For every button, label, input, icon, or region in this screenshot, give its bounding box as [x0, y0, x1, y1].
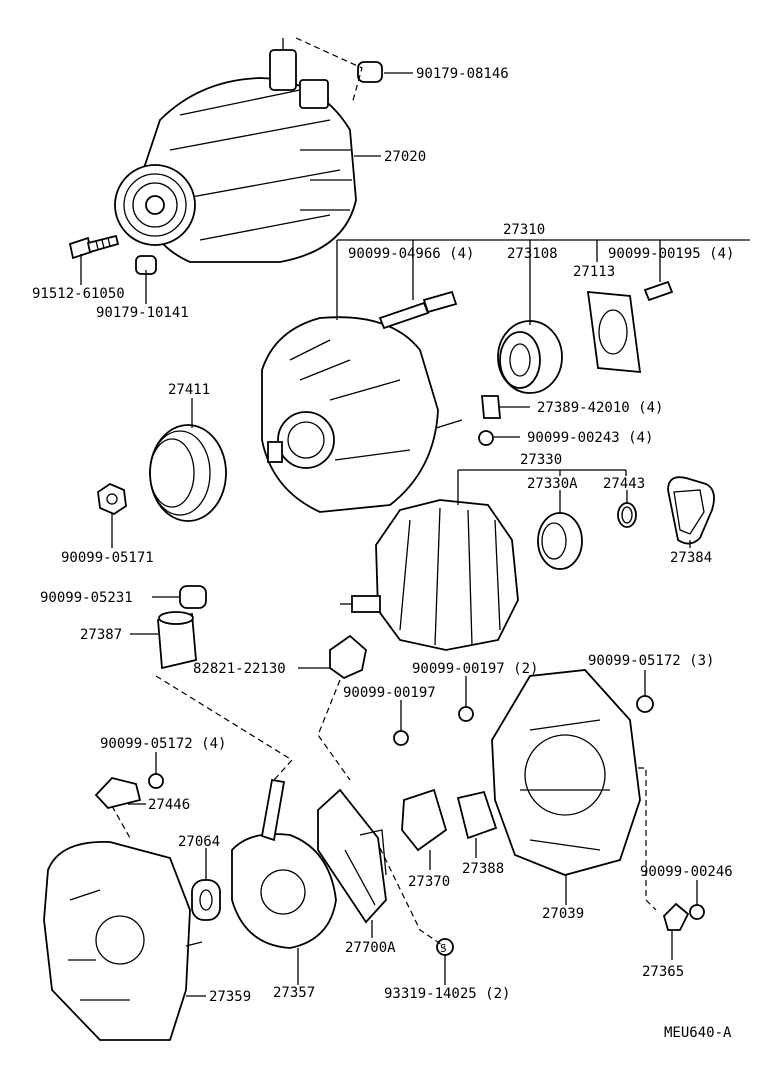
rotor-assembly — [340, 499, 519, 651]
part-label: 27700A — [345, 940, 396, 956]
screw-90099-04966 — [378, 290, 458, 330]
terminal-27387 — [157, 611, 197, 670]
insulator-27389-42010 — [481, 395, 501, 419]
part-label: 90099-00246 — [640, 864, 733, 880]
diagram-code: MEU640-A — [664, 1025, 732, 1041]
cover-27388 — [456, 790, 498, 840]
part-label: 27020 — [384, 149, 426, 165]
screw-90099-00197-b — [393, 730, 409, 746]
part-label: 27113 — [573, 264, 615, 280]
part-label: 27446 — [148, 797, 190, 813]
part-label: 93319-14025 (2) — [384, 986, 510, 1002]
bearing-27330a — [537, 512, 583, 570]
ring-27443 — [617, 502, 637, 528]
connector-82821-22130 — [329, 634, 367, 680]
part-label: 27370 — [408, 874, 450, 890]
part-label: 27443 — [603, 476, 645, 492]
regulator-27700a — [317, 788, 387, 924]
part-label: 90099-05172 (3) — [588, 653, 714, 669]
part-label: 27330 — [520, 452, 562, 468]
rectifier-27357 — [231, 778, 337, 949]
pulley-27411 — [149, 424, 227, 522]
part-label: 82821-22130 — [193, 661, 286, 677]
screw-90099-00195 — [643, 280, 674, 302]
nut-90099-05171 — [97, 482, 127, 516]
part-label: 90099-00243 (4) — [527, 430, 653, 446]
part-label: 90179-10141 — [96, 305, 189, 321]
part-label: 90099-00195 (4) — [608, 246, 734, 262]
part-label: 27388 — [462, 861, 504, 877]
part-label: 91512-61050 — [32, 286, 125, 302]
part-label: 90099-05171 — [61, 550, 154, 566]
part-label: 90099-05172 (4) — [100, 736, 226, 752]
part-label: 27310 — [503, 222, 545, 238]
nut-90099-05172-b — [148, 773, 164, 789]
nut-90099-05231 — [179, 585, 207, 609]
holder-27446 — [94, 776, 142, 810]
part-label: 27039 — [542, 906, 584, 922]
assembly-dashed-lines — [111, 37, 657, 948]
part-label: 27357 — [273, 985, 315, 1001]
part-label: 27411 — [168, 382, 210, 398]
part-label: 90179-08146 — [416, 66, 509, 82]
gasket-27064 — [191, 879, 221, 921]
nut-90099-00243 — [478, 430, 494, 446]
cover-27384 — [667, 476, 715, 545]
part-label: 27365 — [642, 964, 684, 980]
alternator-assembly — [114, 38, 357, 263]
screw-90099-00197-a — [458, 706, 474, 722]
part-label: 27330A — [527, 476, 578, 492]
bearing-273108 — [497, 320, 563, 394]
part-label: 27387 — [80, 627, 122, 643]
part-label: 27359 — [209, 989, 251, 1005]
retainer-plate-27113 — [586, 290, 642, 374]
part-label: 27064 — [178, 834, 220, 850]
nut-90179-08146 — [357, 61, 383, 83]
part-label: 27384 — [670, 550, 712, 566]
part-label: 90099-00197 — [343, 685, 436, 701]
rear-end-frame-27039 — [491, 669, 641, 876]
drive-end-frame — [261, 316, 463, 513]
brush-holder-27370 — [401, 788, 448, 852]
part-labels: 90179-08146 27020 27310 90099-04966 (4) … — [32, 66, 734, 1041]
part-label: 27389-42010 (4) — [537, 400, 663, 416]
screw-90099-00246 — [689, 904, 705, 920]
part-label: 90099-00197 (2) — [412, 661, 538, 677]
svg-text:S: S — [440, 942, 447, 955]
part-label: 273108 — [507, 246, 558, 262]
rear-cover-27359 — [43, 841, 203, 1041]
part-label: 90099-05231 — [40, 590, 133, 606]
part-label: 90099-04966 (4) — [348, 246, 474, 262]
bolt-91512-61050 — [68, 234, 120, 260]
insulator-27365 — [662, 902, 690, 931]
nut-90099-05172-a — [636, 695, 654, 713]
leader-lines — [80, 72, 750, 997]
